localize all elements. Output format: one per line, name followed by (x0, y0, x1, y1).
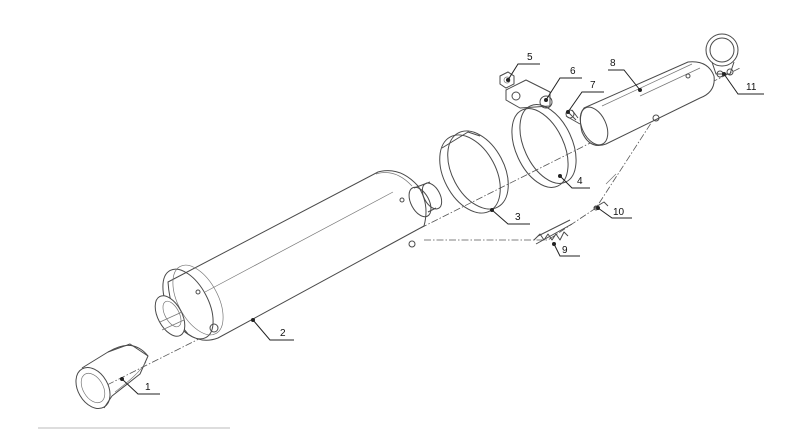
callout-3: 3 (515, 212, 521, 223)
callout-8: 8 (610, 58, 616, 69)
callout-2: 2 (280, 328, 286, 339)
leader-lines (120, 63, 764, 395)
clamp-band-ring (439, 130, 509, 214)
callout-7: 7 (590, 80, 596, 91)
callout-6: 6 (570, 66, 576, 77)
silencer-canister (154, 170, 443, 341)
callout-5: 5 (527, 52, 533, 63)
end-cap-tip (75, 343, 149, 409)
bracket-plate (505, 79, 553, 109)
callout-9: 9 (562, 245, 568, 256)
callout-4: 4 (577, 176, 583, 187)
link-pipe (579, 61, 715, 146)
bolt (565, 109, 581, 125)
callout-11: 11 (746, 82, 757, 93)
callout-1: 1 (145, 382, 151, 393)
hook-strut (593, 173, 617, 211)
callout-10: 10 (613, 207, 625, 218)
spring (533, 219, 573, 245)
